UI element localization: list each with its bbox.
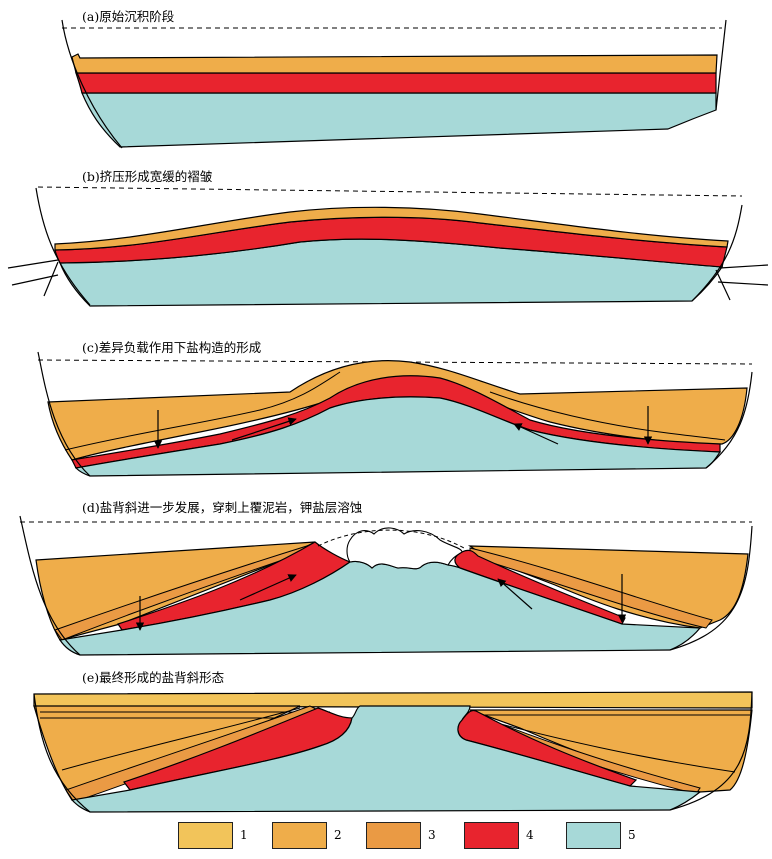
panel-e-right-wall	[669, 691, 753, 811]
panel-d-title: (d)盐背斜进一步发展，穿刺上覆泥岩，钾盐层溶蚀	[82, 500, 363, 515]
legend-swatch-3	[366, 822, 421, 849]
panel-d-section	[19, 515, 753, 656]
legend-swatch-1	[178, 822, 233, 849]
legend-swatch-2	[272, 822, 327, 849]
panel-b-left-wall	[35, 187, 91, 306]
panel-a-right-wall	[715, 19, 727, 111]
panel-e-inclined-line-left	[61, 707, 301, 771]
panel-c-bedding-line-right	[489, 391, 726, 441]
panel-b-right-compression-line-1	[719, 264, 769, 269]
panel-d-flow-arrow-right	[497, 578, 533, 610]
panel-b-left-fault	[43, 261, 59, 297]
panel-d-left-wall	[19, 515, 81, 656]
legend-label-1: 1	[240, 828, 248, 842]
panel-d-dissolution-cavity	[346, 527, 463, 570]
panel-b-right-wall	[691, 204, 743, 302]
panel-d-right-wall	[669, 525, 753, 651]
legend-label-3: 3	[428, 828, 436, 842]
panel-c-title: (c)差异负载作用下盐构造的形成	[82, 340, 262, 355]
legend-label-2: 2	[334, 828, 342, 842]
legend-swatch-4	[464, 822, 519, 849]
panel-c-bedding-line-left	[64, 371, 341, 451]
panel-b-right-compression-line-2	[717, 281, 769, 286]
panel-e-basement-diapir	[70, 705, 702, 813]
legend-label-4: 4	[526, 828, 534, 842]
panel-c-flow-arrow-left	[231, 417, 297, 441]
panel-c-right-wall	[705, 371, 753, 469]
legend-swatch-5	[566, 822, 621, 849]
panel-e-title: (e)最终形成的盐背斜形态	[82, 670, 225, 685]
panel-a-section	[61, 19, 727, 149]
panel-c-section	[37, 351, 753, 477]
panel-c-flow-arrow-right	[513, 423, 559, 445]
panel-e-top-layer	[33, 691, 753, 709]
panel-b-left-compression-line-2	[11, 274, 59, 286]
panel-a-title: (a)原始沉积阶段	[82, 9, 175, 24]
legend-label-5: 5	[628, 828, 636, 842]
panel-e-section	[33, 691, 753, 813]
panel-c-left-wall	[37, 351, 91, 477]
panel-c-water-line	[37, 359, 753, 365]
panel-a-mudstone-layer	[71, 53, 718, 74]
panel-a-left-wall	[61, 19, 123, 149]
panel-d-eroded-dome-outline	[317, 529, 465, 549]
panel-b-right-fault	[715, 269, 731, 301]
panel-d-flow-arrow-left	[239, 574, 297, 601]
panel-e-left-wall	[33, 693, 91, 813]
panel-d-wedge-right	[469, 547, 713, 629]
panel-a-basement	[81, 92, 717, 148]
panel-a-salt-layer	[75, 72, 717, 94]
panel-b-title: (b)挤压形成宽缓的褶皱	[82, 169, 213, 184]
panel-d-overburden-right	[468, 545, 749, 629]
panel-b-mudstone-layer	[54, 206, 729, 251]
panel-b-section	[7, 186, 769, 307]
panel-b-left-compression-line-1	[7, 259, 59, 269]
panel-b-water-line	[37, 186, 743, 197]
